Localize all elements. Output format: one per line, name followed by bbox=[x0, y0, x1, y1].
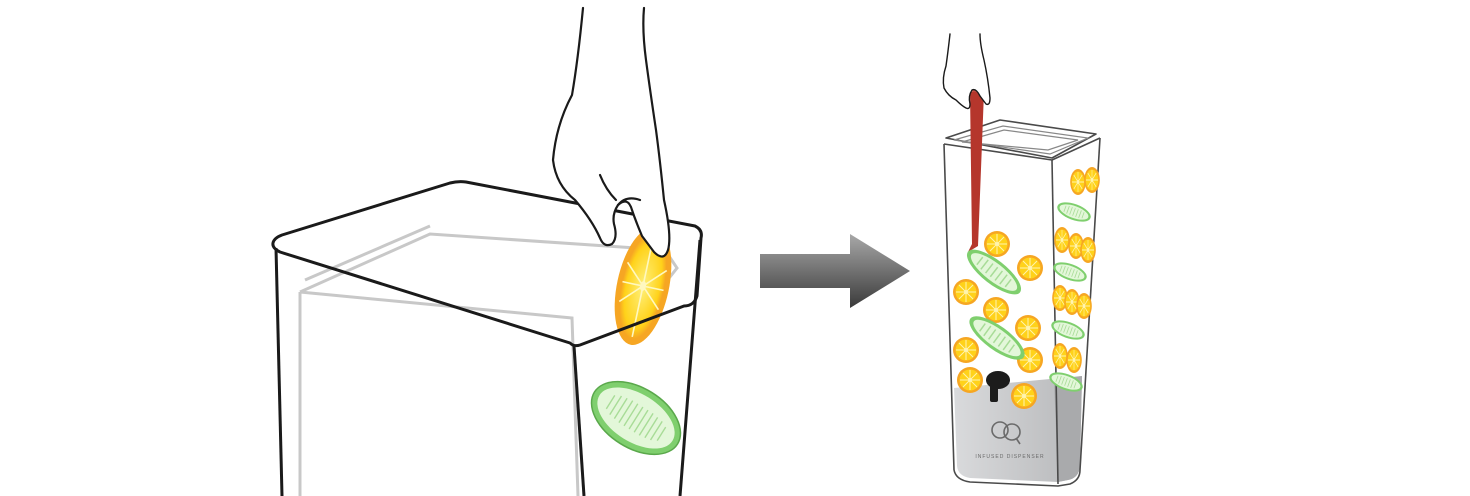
container-outer-outline bbox=[271, 180, 703, 496]
dispenser-base bbox=[954, 376, 1082, 482]
hand-icon bbox=[551, 6, 671, 258]
brand-caption: INFUSED DISPENSER bbox=[975, 454, 1044, 460]
step-2-dispenser: INFUSED DISPENSER bbox=[942, 33, 1101, 487]
arrow-right-icon bbox=[760, 234, 910, 308]
hand-small-icon bbox=[942, 33, 991, 110]
brand-logo: INFUSED DISPENSER bbox=[975, 421, 1044, 460]
step-1-container bbox=[271, 6, 703, 496]
cucumber-slice bbox=[590, 380, 682, 456]
container-inner-outline bbox=[298, 224, 679, 496]
dispenser-lid bbox=[953, 125, 1091, 155]
lemon-slice bbox=[614, 227, 672, 345]
spigot-icon bbox=[986, 371, 1010, 402]
